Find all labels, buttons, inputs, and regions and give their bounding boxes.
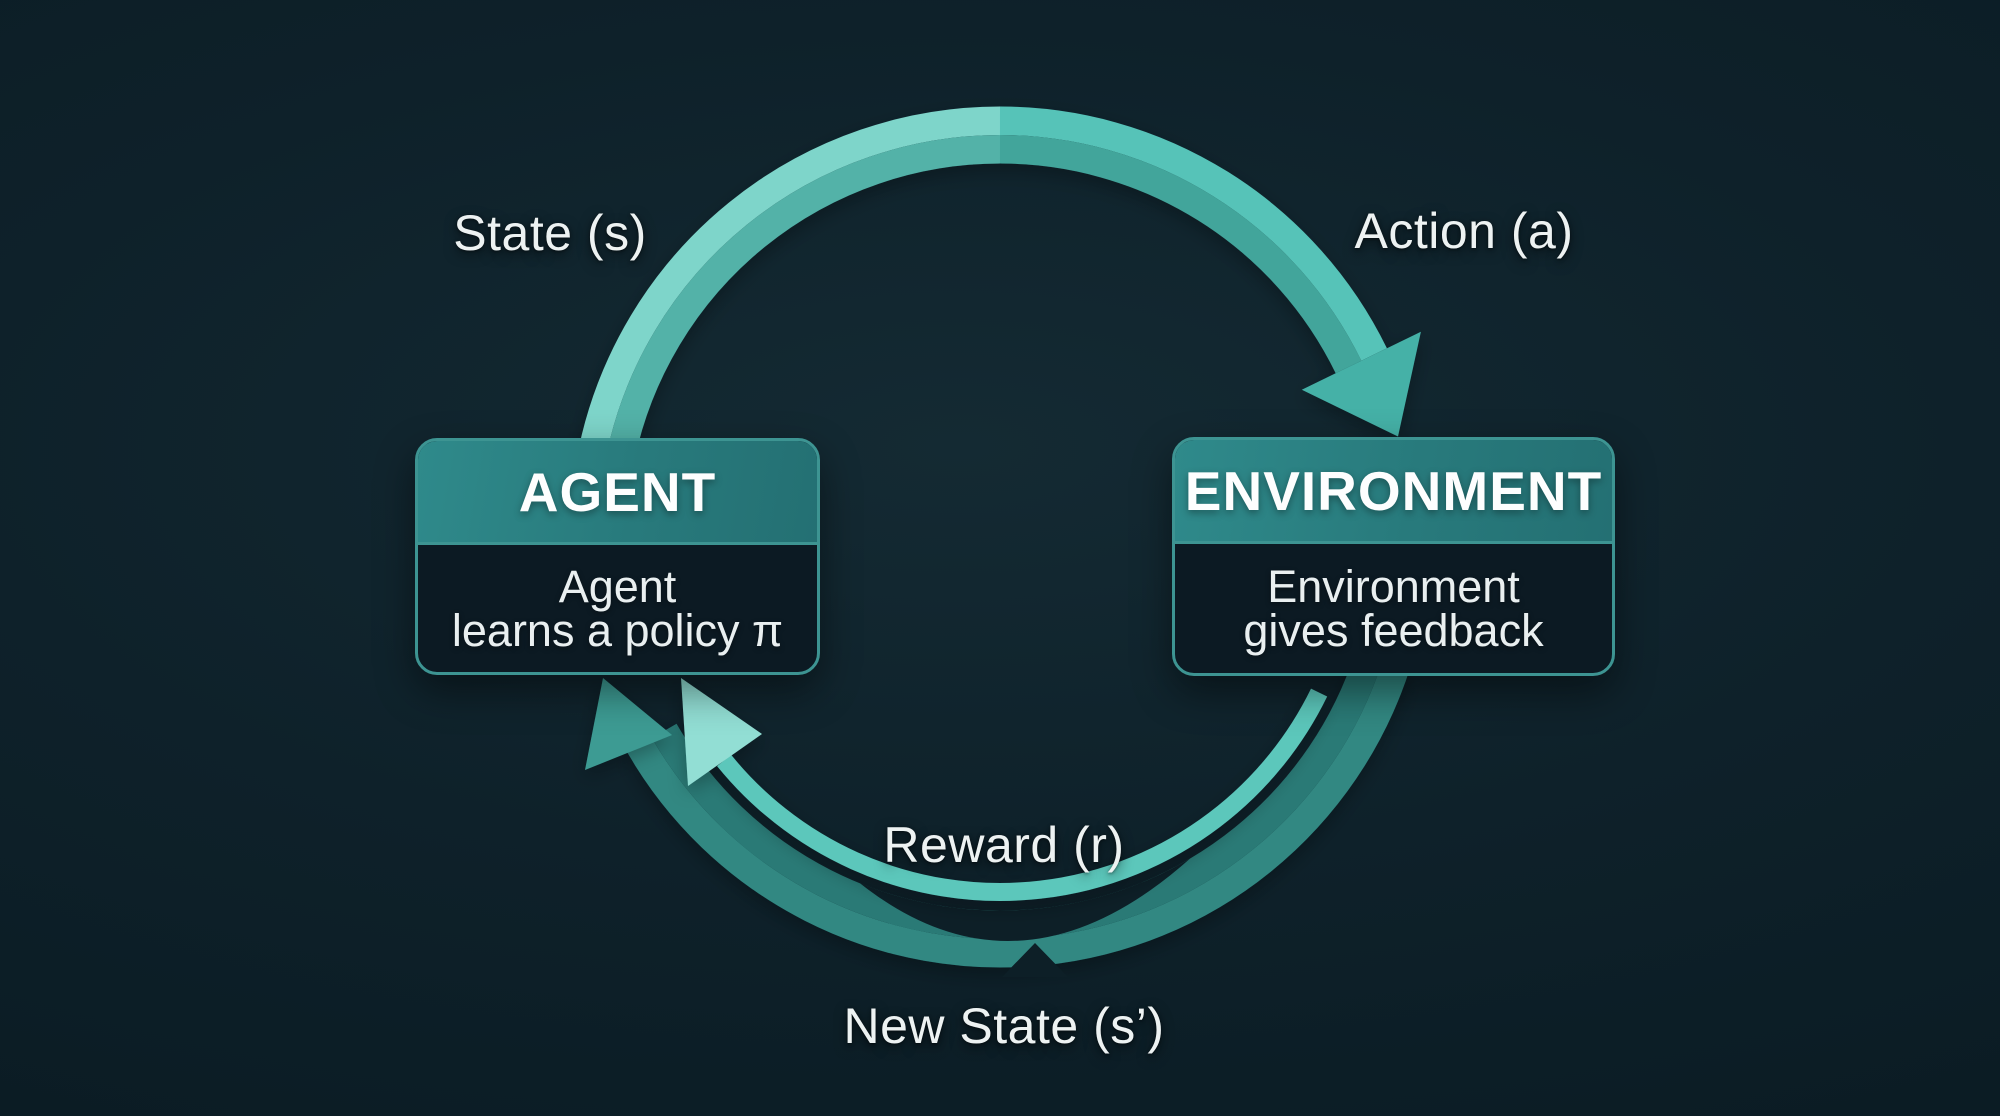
- ring-newstate-arc-outer: [627, 661, 1410, 968]
- agent-box-description: Agent learns a policy π: [418, 545, 817, 672]
- agent-description-line2: learns a policy π: [451, 604, 784, 656]
- ring-action-arc-inner: [999, 135, 1362, 374]
- new-state-label: New State (s’): [843, 998, 1165, 1054]
- ribbon-tail-notch: [1002, 943, 1068, 977]
- agent-box: AGENT Agent learns a policy π: [415, 438, 820, 675]
- ring-action-arc-outer: [999, 106, 1387, 361]
- state-label: State (s): [453, 205, 647, 261]
- agent-description-line1: Agent: [558, 560, 677, 612]
- reward-path-group: [585, 678, 1328, 901]
- ribbon-tail-taper: [860, 858, 1190, 942]
- reward-label: Reward (r): [883, 817, 1125, 873]
- environment-box: ENVIRONMENT Environment gives feedback: [1172, 437, 1615, 676]
- environment-box-description: Environment gives feedback: [1175, 544, 1612, 673]
- agent-box-title: AGENT: [418, 441, 817, 545]
- action-arrowhead-icon: [1301, 331, 1421, 437]
- environment-box-title: ENVIRONMENT: [1175, 440, 1612, 544]
- new-state-arrowhead-icon: [585, 678, 672, 770]
- action-label: Action (a): [1354, 203, 1574, 259]
- reward-arrowhead-icon: [681, 678, 762, 786]
- environment-description-line1: Environment: [1267, 560, 1520, 612]
- ring-state-arc-inner: [606, 135, 1001, 460]
- environment-description-line2: gives feedback: [1243, 604, 1544, 656]
- ring-state-arc-outer: [578, 106, 1001, 454]
- reward-arc: [717, 688, 1328, 901]
